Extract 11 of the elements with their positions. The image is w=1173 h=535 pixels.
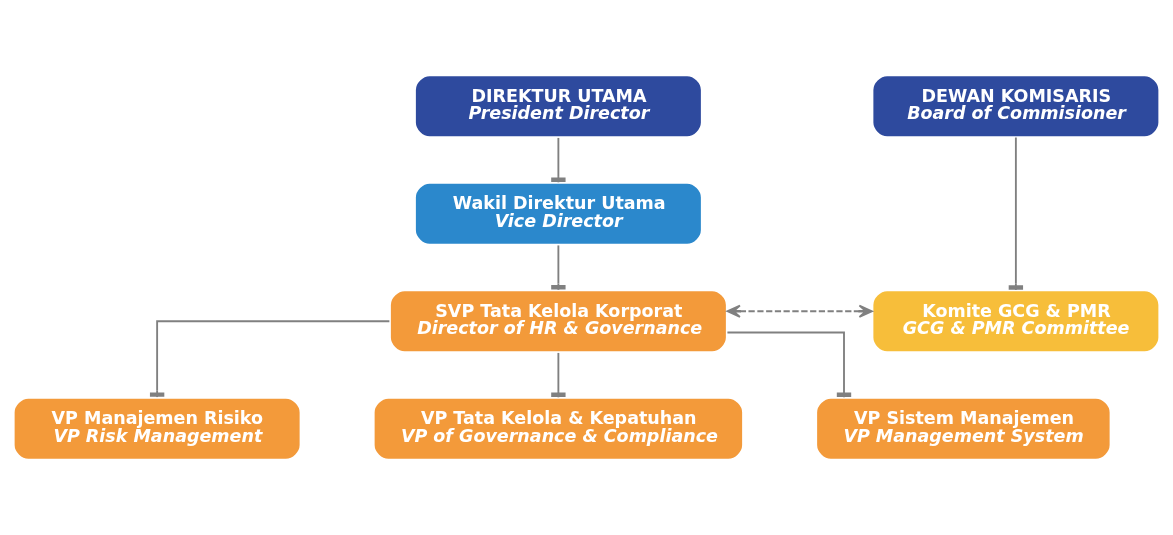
node-box: Komite GCG & PMR GCG & PMR Committee [870, 288, 1161, 354]
connector [1008, 136, 1024, 291]
arrow [726, 304, 873, 318]
node-box: Wakil Direktur Utama Vice Director [413, 181, 704, 247]
node-box: VP Sistem Manajemen VP Management System [814, 396, 1113, 462]
node-box: VP Tata Kelola & Kepatuhan VP of Governance & Compliance [372, 396, 745, 462]
node-box: DEWAN KOMISARIS Board of Commisioner [870, 73, 1161, 139]
node-box: SVP Tata Kelola Korporat Director of HR & Governance [388, 288, 729, 354]
node-box: VP Manajemen Risiko VP Risk Management [12, 396, 303, 462]
connector [149, 320, 391, 398]
node-box: DIREKTUR UTAMA President Director [413, 73, 704, 139]
